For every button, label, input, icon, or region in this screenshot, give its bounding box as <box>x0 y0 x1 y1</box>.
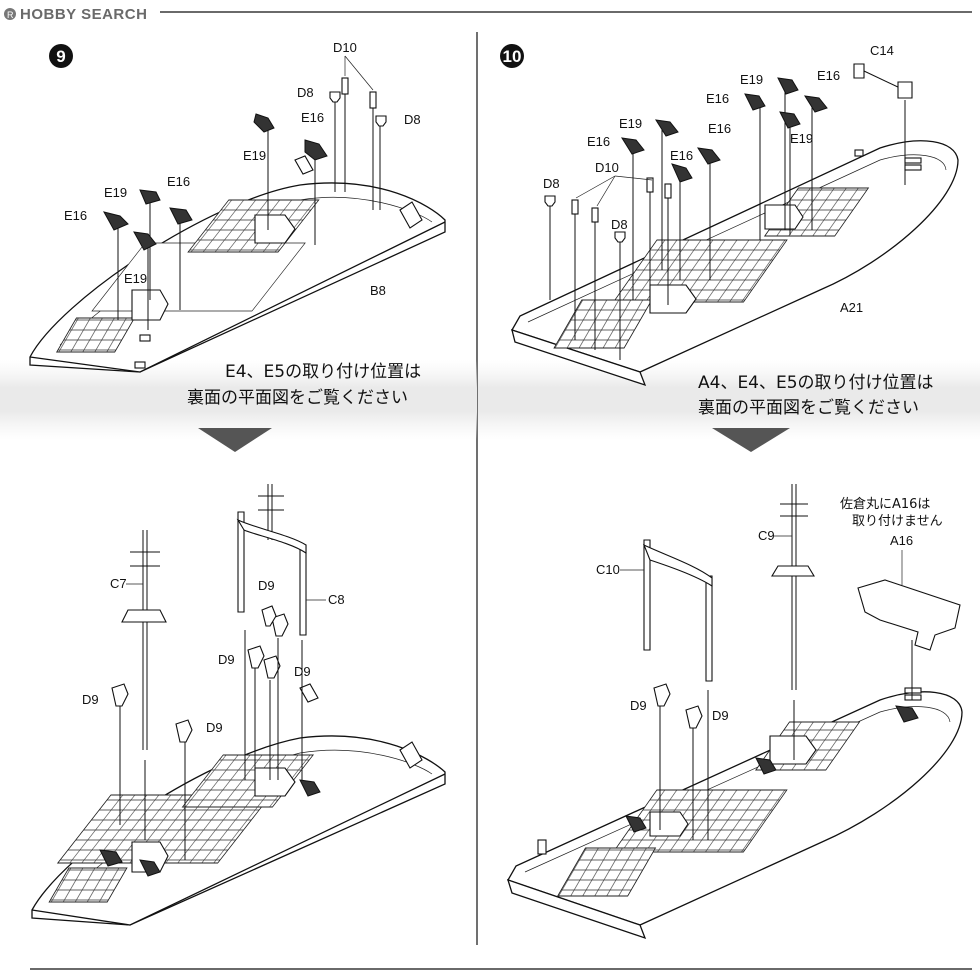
svg-text:A21: A21 <box>840 300 863 315</box>
step-10-badge: 10 <box>500 44 524 68</box>
svg-text:C8: C8 <box>328 592 345 607</box>
svg-text:B8: B8 <box>370 283 386 298</box>
step-10-top-parts <box>544 63 913 360</box>
step-10-arrow-down <box>712 428 790 452</box>
step-9-bottom-hull <box>31 683 446 926</box>
note-band-left <box>0 360 477 440</box>
step-9-top-parts <box>103 77 387 330</box>
svg-text:E19: E19 <box>740 72 763 87</box>
svg-text:D9: D9 <box>258 578 275 593</box>
step-10-bottom-hull <box>507 687 963 940</box>
svg-text:D10: D10 <box>333 40 357 55</box>
step-9-top-labels: D10 D8 D8 E16 E19 E19 E16 E16 E19 B8 <box>64 40 421 298</box>
svg-text:D8: D8 <box>297 85 314 100</box>
svg-text:D10: D10 <box>595 160 619 175</box>
svg-text:E16: E16 <box>708 121 731 136</box>
step-9-note-line-2: 裏面の平面図をご覧ください <box>187 387 408 408</box>
svg-text:D8: D8 <box>404 112 421 127</box>
svg-text:E16: E16 <box>64 208 87 223</box>
step-10-note-line-2: 裏面の平面図をご覧ください <box>698 397 919 418</box>
svg-text:R: R <box>7 10 14 20</box>
watermark-logo: R HOBBY SEARCH <box>4 6 147 23</box>
step-9-bottom-labels: C7 C8 D9 D9 D9 D9 D9 <box>82 576 345 735</box>
svg-text:D9: D9 <box>294 664 311 679</box>
svg-text:E16: E16 <box>706 91 729 106</box>
step-10-note-line-1: A4、E4、E5の取り付け位置は <box>698 373 934 393</box>
svg-text:D9: D9 <box>712 708 729 723</box>
svg-text:E16: E16 <box>670 148 693 163</box>
svg-text:E19: E19 <box>124 271 147 286</box>
svg-text:9: 9 <box>56 47 65 66</box>
step-9-bottom-masts <box>111 484 307 860</box>
step-9-note-line-1: E4、E5の取り付け位置は <box>225 362 421 382</box>
svg-text:D9: D9 <box>206 720 223 735</box>
svg-text:E19: E19 <box>243 148 266 163</box>
svg-text:C7: C7 <box>110 576 127 591</box>
step-10-top-hull <box>511 140 959 387</box>
svg-text:C10: C10 <box>596 562 620 577</box>
svg-text:HOBBY SEARCH: HOBBY SEARCH <box>20 6 147 23</box>
note-band-right <box>478 360 980 440</box>
svg-text:E19: E19 <box>790 131 813 146</box>
svg-text:C14: C14 <box>870 43 894 58</box>
svg-text:取り付けません: 取り付けません <box>852 514 943 529</box>
svg-text:E19: E19 <box>619 116 642 131</box>
svg-text:E19: E19 <box>104 185 127 200</box>
svg-text:D9: D9 <box>82 692 99 707</box>
step-10-bottom-parts <box>642 484 961 840</box>
step-10-top-labels: C14 E19 E16 E16 E19 E16 E16 E19 E16 D10 … <box>543 43 894 315</box>
svg-text:E16: E16 <box>167 174 190 189</box>
svg-text:E16: E16 <box>587 134 610 149</box>
svg-text:D8: D8 <box>543 176 560 191</box>
step-9-badge: 9 <box>49 44 73 68</box>
step-9-arrow-down <box>198 428 272 452</box>
svg-text:E16: E16 <box>301 110 324 125</box>
svg-text:D9: D9 <box>630 698 647 713</box>
step-9-top-hull <box>29 155 446 373</box>
svg-text:A16: A16 <box>890 533 913 548</box>
svg-text:10: 10 <box>503 47 522 66</box>
svg-text:C9: C9 <box>758 528 775 543</box>
svg-text:D8: D8 <box>611 217 628 232</box>
svg-text:D9: D9 <box>218 652 235 667</box>
step-10-bottom-labels: C10 C9 D9 D9 A16 佐倉丸にA16は 取り付けません <box>596 497 943 723</box>
svg-text:E16: E16 <box>817 68 840 83</box>
svg-text:佐倉丸にA16は: 佐倉丸にA16は <box>840 497 930 512</box>
